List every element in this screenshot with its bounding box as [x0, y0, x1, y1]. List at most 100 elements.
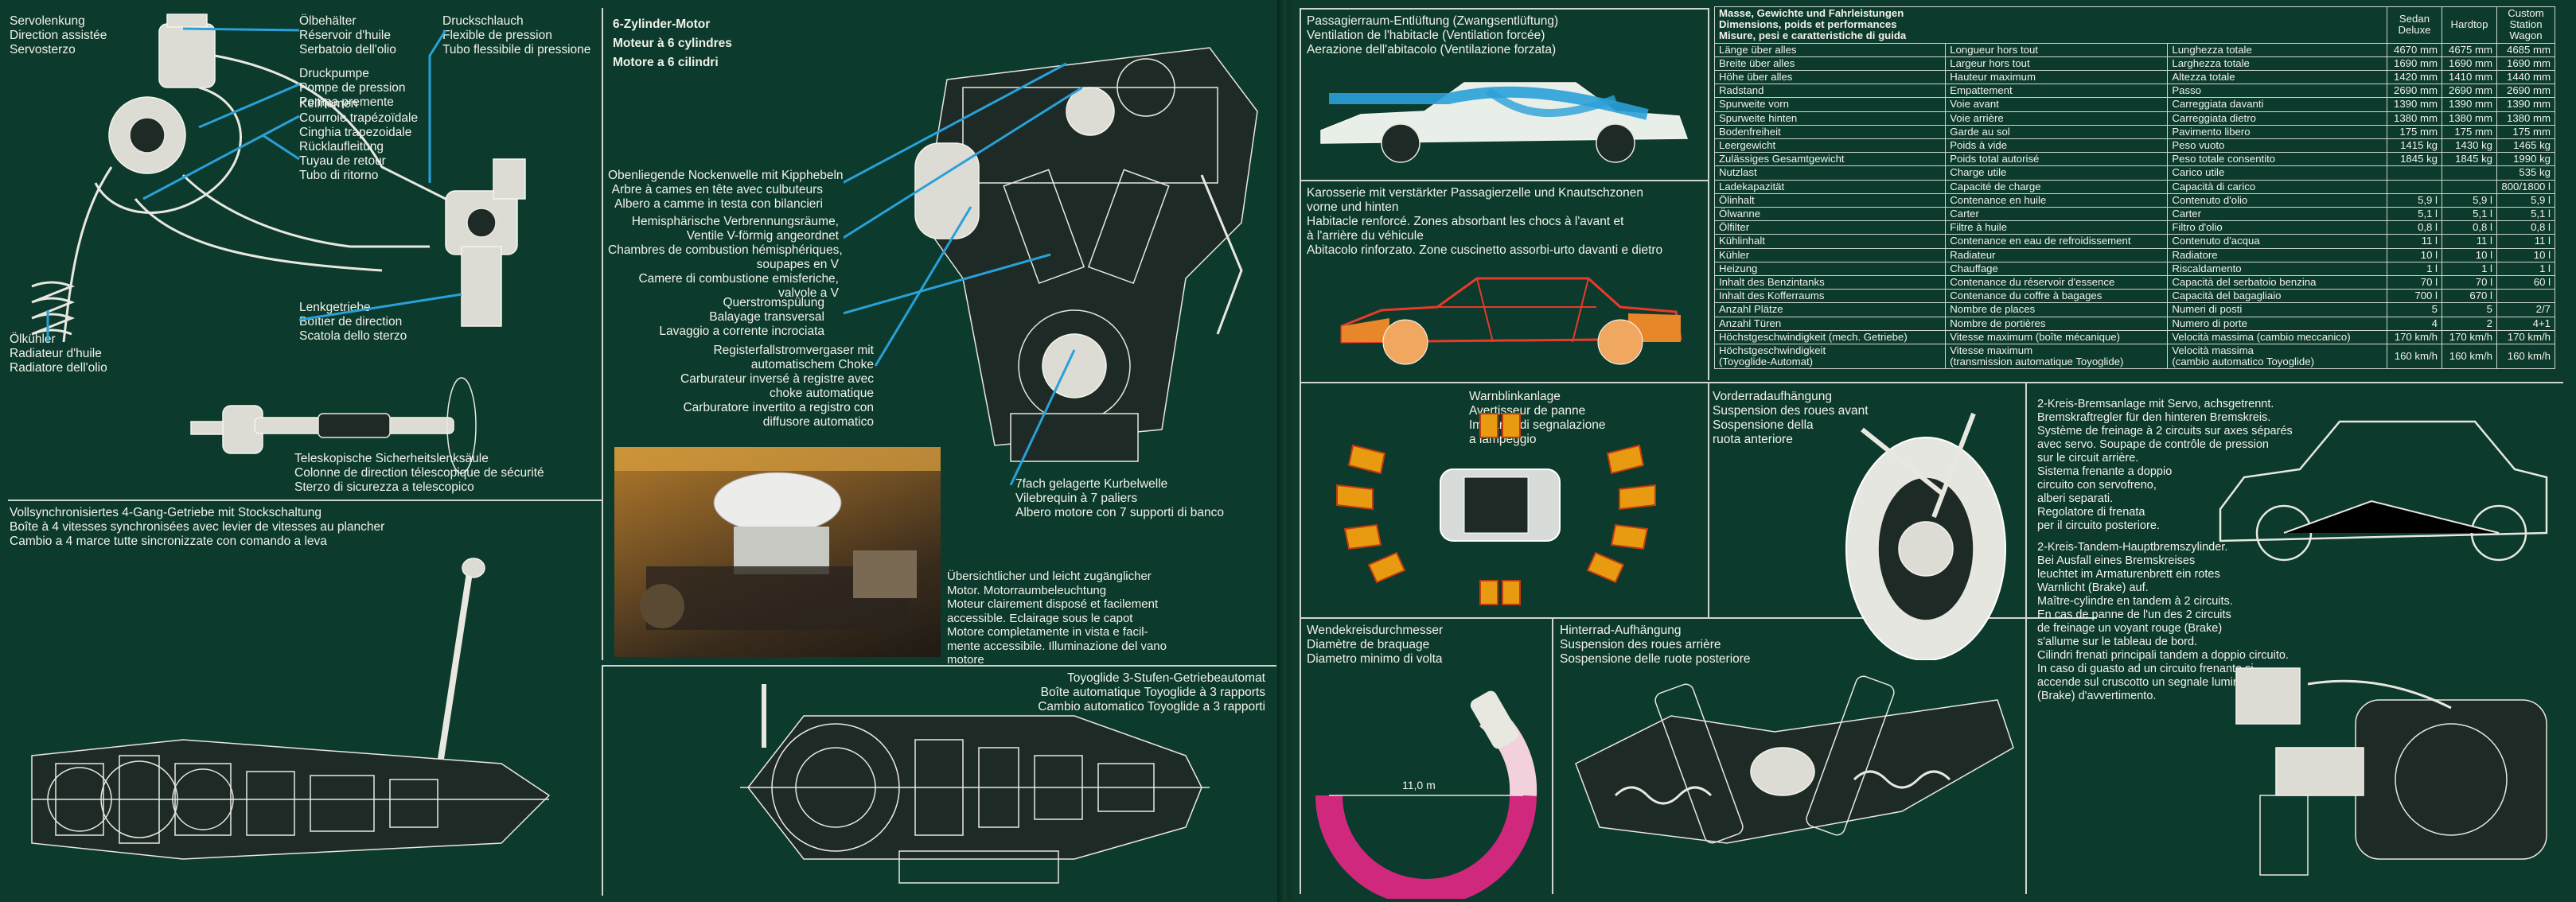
engine-bay-photo — [614, 447, 941, 657]
divider-column-gearbox — [8, 500, 602, 501]
cell-hardtop — [2442, 179, 2497, 194]
ventilation-label: Passagierraum-Entlüftung (Zwangsentlüftu… — [1307, 14, 1559, 56]
automatic-transmission-drawing — [740, 684, 1210, 884]
cell-sedan: 160 km/h — [2387, 344, 2442, 370]
cell-sedan: 0,8 l — [2387, 220, 2442, 235]
cell-wagon: 1380 mm — [2496, 111, 2555, 126]
cell-italian: Carreggiata davanti — [2167, 97, 2387, 112]
cell-wagon: 1440 mm — [2496, 70, 2555, 85]
cell-german: Ölwanne — [1713, 207, 1947, 222]
col-wagon: Custom Station Wagon — [2496, 6, 2555, 44]
cell-hardtop: 1430 kg — [2442, 138, 2497, 154]
cell-hardtop: 0,8 l — [2442, 220, 2497, 235]
cell-german: Höchstgeschwindigkeit(Toyoglide-Automat) — [1713, 344, 1947, 370]
engine-bay-illustration — [614, 447, 941, 630]
cell-italian: Contenuto d'olio — [2167, 192, 2387, 208]
cell-sedan: 170 km/h — [2387, 329, 2442, 345]
cell-french: Contenance en eau de refroidissement — [1945, 234, 2169, 249]
divider-gearbox-automatic — [602, 665, 603, 896]
cell-hardtop: 11 l — [2442, 234, 2497, 249]
cell-french: Poids total autorisé — [1945, 152, 2169, 167]
turning-rear-divider — [1552, 617, 1553, 894]
cell-sedan: 10 l — [2387, 247, 2442, 262]
engine-cutaway-drawing — [844, 47, 1258, 485]
front-suspension-drawing — [1845, 412, 2006, 660]
cell-wagon: 1465 kg — [2496, 138, 2555, 154]
cell-italian: Capacità del bagagliaio — [2167, 289, 2387, 304]
cell-hardtop: 1410 mm — [2442, 70, 2497, 85]
master-cylinder-label: 2-Kreis-Tandem-Hauptbremszylinder.Bei Au… — [2037, 541, 2290, 702]
cell-italian: Riscaldamento — [2167, 261, 2387, 277]
cell-french: Largeur hors tout — [1945, 56, 2169, 72]
cell-wagon: 535 kg — [2496, 165, 2555, 181]
cell-french: Voie arrière — [1945, 111, 2169, 126]
manual-gearbox-drawing — [31, 558, 551, 860]
ventilation-box-right — [1708, 8, 1709, 380]
cell-french: Vitesse maximum(transmission automatique… — [1945, 344, 2169, 370]
cell-french: Poids à vide — [1945, 138, 2169, 154]
cell-german: Leergewicht — [1713, 138, 1947, 154]
oil-reservoir — [158, 14, 216, 88]
oil-cooler-coil — [31, 281, 76, 336]
cell-german: Anzahl Plätze — [1713, 302, 1947, 317]
col-sedan: Sedan Deluxe — [2387, 6, 2442, 44]
cell-sedan: 175 mm — [2387, 124, 2442, 140]
cell-hardtop: 5,1 l — [2442, 207, 2497, 222]
body-structure-drawing — [1340, 277, 1682, 365]
cell-sedan: 1415 kg — [2387, 138, 2442, 154]
cell-german: Ölfilter — [1713, 220, 1947, 235]
cell-german: Zulässiges Gesamtgewicht — [1713, 152, 1947, 167]
cell-italian: Radiatore — [2167, 247, 2387, 262]
cell-wagon: 2690 mm — [2496, 84, 2555, 99]
cell-italian: Velocità massima(cambio automatico Toyog… — [2167, 344, 2387, 370]
cell-hardtop: 1 l — [2442, 261, 2497, 277]
cell-wagon: 5,9 l — [2496, 192, 2555, 208]
cell-italian: Velocità massima (cambio meccanico) — [2167, 329, 2387, 345]
cell-hardtop — [2442, 165, 2497, 181]
cell-french: Radiateur — [1945, 247, 2169, 262]
cell-wagon: 1990 kg — [2496, 152, 2555, 167]
body-structure-label: Karosserie mit verstärkter Passagierzell… — [1307, 186, 1663, 257]
cell-sedan: 70 l — [2387, 275, 2442, 290]
cell-german: Länge über alles — [1713, 42, 1947, 57]
brakes-divider — [2025, 382, 2027, 894]
cell-wagon: 1 l — [2496, 261, 2555, 277]
cell-french: Nombre de portières — [1945, 316, 2169, 331]
cell-italian: Peso vuoto — [2167, 138, 2387, 154]
cell-wagon: 1690 mm — [2496, 56, 2555, 72]
cell-wagon: 160 km/h — [2496, 344, 2555, 370]
cell-hardtop: 2690 mm — [2442, 84, 2497, 99]
cell-french: Capacité de charge — [1945, 179, 2169, 194]
cell-hardtop: 4675 mm — [2442, 42, 2497, 57]
turning-divider — [1300, 617, 2097, 619]
cell-italian: Larghezza totale — [2167, 56, 2387, 72]
cell-french: Garde au sol — [1945, 124, 2169, 140]
cell-french: Hauteur maximum — [1945, 70, 2169, 85]
cell-hardtop: 1380 mm — [2442, 111, 2497, 126]
cell-french: Contenance du coffre à bagages — [1945, 289, 2169, 304]
cell-italian: Pavimento libero — [2167, 124, 2387, 140]
ventilation-body-divider — [1300, 180, 1709, 181]
cell-german: Höchstgeschwindigkeit (mech. Getriebe) — [1713, 329, 1947, 345]
rear-suspension-drawing — [1575, 675, 2014, 844]
table-row: Höchstgeschwindigkeit(Toyoglide-Automat)… — [1713, 344, 2555, 370]
cell-sedan: 2690 mm — [2387, 84, 2442, 99]
cell-italian: Numero di porte — [2167, 316, 2387, 331]
